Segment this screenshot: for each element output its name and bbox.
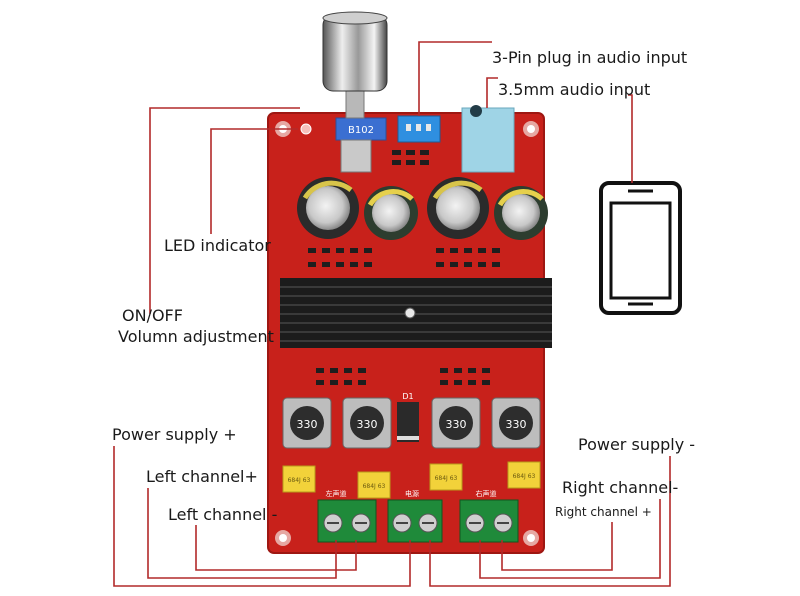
label-right-minus: Right channel-	[562, 478, 679, 497]
leader-led	[210, 128, 298, 234]
svg-text:684J 63: 684J 63	[513, 473, 536, 480]
capacitor-4	[494, 186, 548, 240]
knob-top	[322, 11, 388, 25]
smartphone-icon	[599, 181, 682, 315]
pin-2	[416, 124, 421, 131]
capacitor-2	[364, 186, 418, 240]
jack-hole	[470, 105, 482, 117]
leader-jack	[486, 77, 498, 108]
led-indicator	[300, 123, 312, 135]
volume-knob[interactable]	[322, 14, 388, 92]
capacitor-3	[427, 177, 489, 239]
capacitor-1	[297, 177, 359, 239]
svg-text:684J 63: 684J 63	[435, 475, 458, 482]
film-capacitor-4: 684J 63	[507, 461, 541, 489]
inductor-1: 330	[282, 397, 332, 449]
silk-mid: 电源	[405, 489, 419, 498]
label-35mm-jack: 3.5mm audio input	[498, 80, 651, 99]
mount-hole-br	[523, 530, 539, 546]
inductor-3: 330	[431, 397, 481, 449]
pin-1	[406, 124, 411, 131]
svg-text:330: 330	[357, 418, 378, 431]
pot-base	[340, 139, 372, 173]
inductor-2: 330	[342, 397, 392, 449]
silk-right: 右声道	[476, 489, 497, 498]
heatsink-fins	[280, 286, 552, 342]
leader-power-minus	[429, 456, 671, 587]
leader-phone	[628, 94, 633, 183]
audio-jack-35mm[interactable]	[461, 107, 515, 173]
mount-hole-bl	[275, 530, 291, 546]
heatsink-screw	[404, 307, 416, 319]
film-capacitor-3: 684J 63	[429, 463, 463, 491]
leader-right-plus	[501, 522, 613, 571]
pin-3	[426, 124, 431, 131]
terminal-left[interactable]	[317, 499, 377, 543]
smd-row-middle	[308, 248, 500, 267]
leader-lines	[113, 41, 671, 587]
label-led: LED indicator	[164, 236, 271, 255]
label-onoff: ON/OFF	[122, 306, 183, 325]
svg-text:684J 63: 684J 63	[288, 477, 311, 484]
leader-power-plus	[113, 446, 411, 587]
leader-left-minus	[195, 525, 357, 571]
label-3pin-plug: 3-Pin plug in audio input	[492, 48, 688, 67]
smd-row-top	[392, 150, 429, 165]
label-power-plus: Power supply +	[112, 425, 237, 444]
smd-row-lower	[316, 368, 490, 385]
pot-code: B102	[348, 125, 374, 136]
silk-left: 左声道	[326, 489, 347, 498]
diode-band	[397, 436, 419, 440]
label-power-minus: Power supply -	[578, 435, 696, 454]
leader-volume	[149, 107, 300, 314]
diode-label: D1	[402, 392, 413, 401]
leader-right-minus	[479, 499, 661, 579]
svg-text:330: 330	[446, 418, 467, 431]
leader-3pin	[418, 41, 492, 116]
film-capacitor-2: 684J 63	[357, 471, 391, 499]
terminal-power[interactable]	[387, 499, 443, 543]
label-left-minus: Left channel -	[168, 505, 278, 524]
svg-text:330: 330	[506, 418, 527, 431]
svg-text:330: 330	[297, 418, 318, 431]
terminal-right[interactable]	[459, 499, 519, 543]
label-right-plus: Right channel +	[555, 505, 652, 519]
mount-hole-tr	[523, 121, 539, 137]
svg-text:684J 63: 684J 63	[363, 483, 386, 490]
diode	[397, 402, 419, 442]
film-capacitor-1: 684J 63	[282, 465, 316, 493]
pot-shaft	[345, 87, 365, 119]
label-volume: Volumn adjustment	[118, 327, 274, 346]
leader-left-plus	[147, 488, 337, 579]
inductor-4: 330	[491, 397, 541, 449]
label-left-plus: Left channel+	[146, 467, 258, 486]
